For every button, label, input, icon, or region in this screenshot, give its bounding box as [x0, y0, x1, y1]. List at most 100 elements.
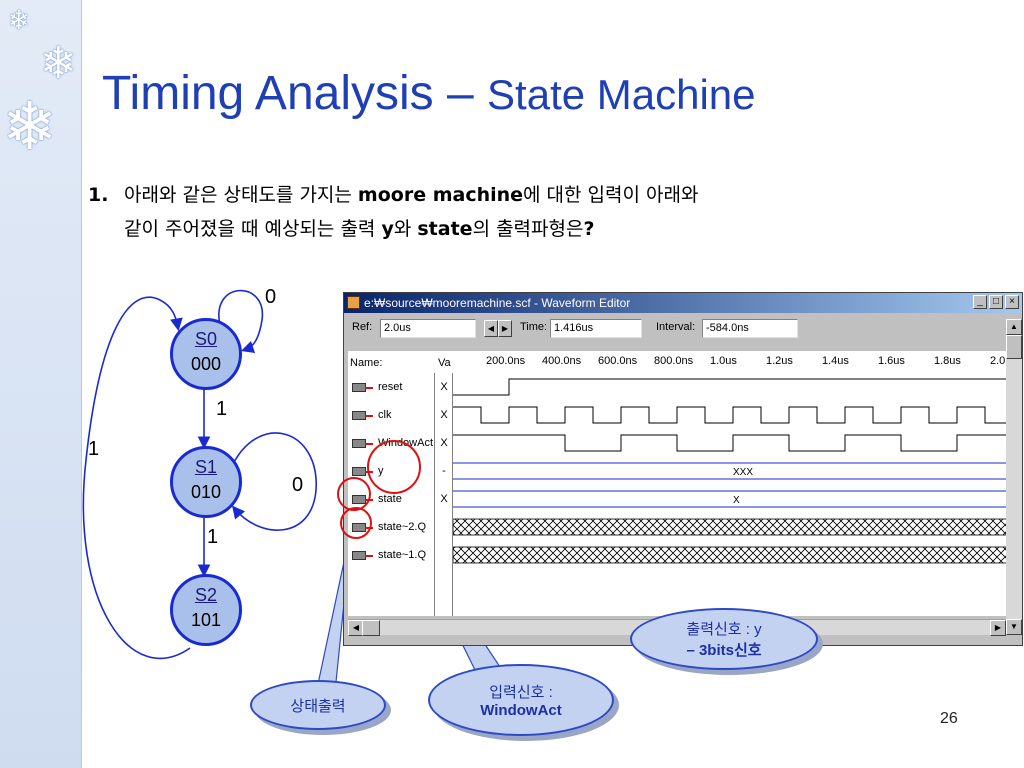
question-text-part: 와	[393, 218, 418, 240]
callout-text: – 3bits신호	[686, 642, 762, 659]
transition-label: 0	[292, 474, 304, 496]
transition-label: 0	[265, 286, 277, 308]
state-s1: S1 010	[170, 446, 242, 518]
question-emphasis: state	[417, 218, 473, 240]
question-text-part: 아래와 같은 상태도를 가지는	[124, 184, 358, 206]
state-s0: S0 000	[170, 318, 242, 390]
state-name: S1	[194, 457, 218, 477]
timeline-tick-label: 1.2us	[766, 355, 793, 367]
time-toolbar: Ref: 2.0us ◀ ▶ Time: 1.416us Interval: -…	[344, 315, 1022, 341]
timeline-tick-label: 600.0ns	[598, 355, 638, 367]
unknown-region	[452, 546, 1008, 564]
page-number: 26	[940, 710, 958, 727]
value-header: Va	[438, 357, 451, 369]
question-emphasis: y	[381, 218, 394, 240]
callout-text: 상태출력	[290, 697, 346, 715]
timeline-tick-label: 1.8us	[934, 355, 961, 367]
timeline-ruler: 200.0ns 400.0ns 600.0ns 800.0ns 1.0us 1.2us 1.…	[452, 351, 1006, 373]
column-header: Name: Va	[348, 351, 452, 373]
question-text-part: 의 출력파형은	[472, 218, 584, 240]
pin-icon	[352, 382, 373, 392]
title-sub: State Machine	[487, 71, 756, 118]
state-code: 101	[190, 610, 222, 630]
state-code: 010	[190, 482, 222, 502]
maximize-button[interactable]: □	[989, 295, 1003, 309]
callout-text: 입력신호 :	[489, 684, 553, 701]
scroll-left-icon[interactable]: ◀	[348, 620, 364, 636]
waveform-editor-window: e:₩source₩mooremachine.scf - Waveform Ed…	[343, 292, 1023, 646]
time-field[interactable]: 1.416us	[550, 319, 642, 338]
question-text-part: 같이 주어졌을 때 예상되는 출력	[124, 218, 382, 240]
signal-row[interactable]: reset	[352, 373, 402, 401]
signal-row[interactable]: y	[352, 457, 384, 485]
signal-row[interactable]: clk	[352, 401, 391, 429]
signal-name: state~1.Q	[378, 549, 427, 561]
timeline-tick-label: 400.0ns	[542, 355, 582, 367]
question-text: 1.아래와 같은 상태도를 가지는 moore machine에 대한 입력이 …	[88, 178, 998, 246]
signal-value: X	[440, 493, 448, 505]
timeline-tick-label: 200.0ns	[486, 355, 526, 367]
wave-clk	[453, 406, 1007, 424]
timeline-tick-label: 1.0us	[710, 355, 737, 367]
interval-field[interactable]: -584.0ns	[702, 319, 798, 338]
transition-label: 1	[88, 438, 100, 460]
callout-text: WindowAct	[480, 702, 562, 719]
signal-name: state~2.Q	[378, 521, 427, 533]
signal-row[interactable]: WindowAct	[352, 429, 433, 457]
callout-output-signal: 출력신호 : y – 3bits신호	[630, 608, 818, 670]
window-title-bar[interactable]: e:₩source₩mooremachine.scf - Waveform Ed…	[344, 293, 1022, 313]
state-s2: S2 101	[170, 574, 242, 646]
close-button[interactable]: ×	[1005, 295, 1019, 309]
signal-row[interactable]: state	[352, 485, 402, 513]
slide-title: Timing Analysis – State Machine	[102, 66, 756, 121]
vertical-scrollbar[interactable]: ▲ ▼	[1006, 319, 1022, 635]
interval-label: Interval:	[656, 321, 696, 333]
callout-state-output: 상태출력	[250, 680, 386, 730]
scroll-thumb[interactable]	[362, 620, 380, 636]
ref-field[interactable]: 2.0us	[380, 319, 476, 338]
minimize-button[interactable]: _	[973, 295, 987, 309]
question-line-1: 1.아래와 같은 상태도를 가지는 moore machine에 대한 입력이 …	[88, 178, 998, 212]
signal-value: X	[440, 381, 448, 393]
transition-label: 1	[216, 398, 228, 420]
snowflake-icon: ❄	[8, 6, 30, 36]
pin-icon	[352, 438, 373, 448]
callout-text: 출력신호 : y	[686, 621, 762, 638]
state-name: S0	[194, 329, 218, 349]
decorative-sidebar: ❄ ❄ ❄	[0, 0, 82, 768]
prev-transition-button[interactable]: ◀	[484, 320, 498, 337]
question-number: 1.	[88, 184, 109, 206]
app-icon	[347, 296, 360, 309]
question-line-2: 같이 주어졌을 때 예상되는 출력 y와 state의 출력파형은?	[88, 212, 998, 246]
time-label: Time:	[520, 321, 548, 333]
bus-value-label: X	[733, 495, 740, 506]
unknown-region	[452, 518, 1008, 536]
transition-label: 1	[207, 526, 219, 548]
state-code: 000	[190, 354, 222, 374]
bus-value-label: XXX	[733, 467, 753, 478]
transition-s0-self	[218, 289, 264, 354]
state-name: S2	[194, 585, 218, 605]
signal-name: state	[378, 493, 402, 505]
scroll-down-icon[interactable]: ▼	[1006, 619, 1022, 635]
callout-input-signal: 입력신호 : WindowAct	[428, 664, 614, 736]
signal-value: X	[440, 409, 448, 421]
scroll-right-icon[interactable]: ▶	[990, 620, 1006, 636]
question-text-part: 에 대한 입력이 아래와	[523, 184, 699, 206]
timeline-tick-label: 2.0	[990, 355, 1006, 367]
scroll-up-icon[interactable]: ▲	[1006, 319, 1022, 335]
signal-row[interactable]: state~1.Q	[352, 541, 426, 569]
pin-icon	[352, 410, 373, 420]
signal-name: clk	[378, 409, 392, 421]
next-transition-button[interactable]: ▶	[498, 320, 512, 337]
timeline-tick-label: 800.0ns	[654, 355, 694, 367]
window-title: e:₩source₩mooremachine.scf - Waveform Ed…	[364, 296, 631, 310]
transition-s2-s0	[82, 296, 191, 660]
pin-icon	[352, 494, 373, 504]
signal-row[interactable]: state~2.Q	[352, 513, 426, 541]
scroll-thumb[interactable]	[1006, 335, 1022, 359]
